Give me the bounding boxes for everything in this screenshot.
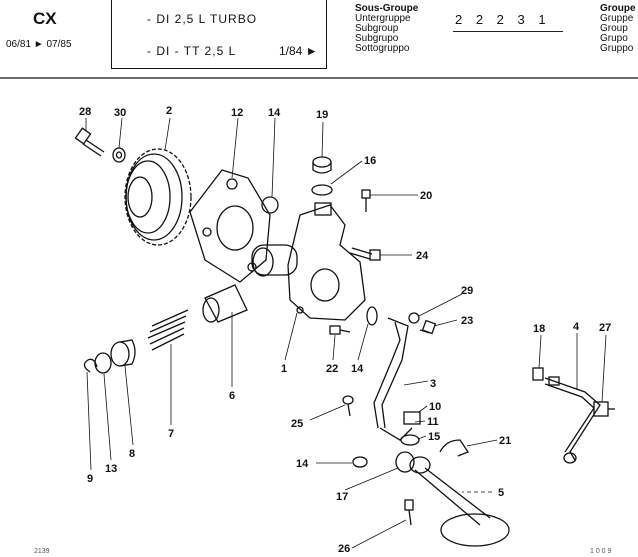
callout-18: 18	[533, 323, 545, 335]
engine-title-box	[111, 0, 327, 69]
oring-14-top-drawing	[261, 196, 279, 214]
leader-lines	[85, 117, 607, 549]
subgroup-code-underline	[453, 31, 563, 32]
engine-line-2: - DI - TT 2,5 L	[147, 44, 237, 58]
footer-right-ref: 1 0 0 9	[590, 548, 612, 555]
oring-14-bottom-drawing	[352, 456, 368, 468]
sleeve-6-drawing	[202, 284, 248, 323]
callout-12: 12	[231, 107, 243, 119]
callout-30: 30	[114, 107, 126, 119]
oring-14-mid-drawing	[366, 306, 378, 326]
callout-28: 28	[79, 106, 91, 118]
group-label-en: Group	[600, 23, 628, 34]
callout-13: 13	[105, 463, 117, 475]
seal-17-drawing	[395, 451, 415, 473]
callout-14-top: 14	[268, 107, 281, 119]
callout-15: 15	[428, 431, 440, 443]
sprocket-2-drawing	[124, 148, 192, 246]
callout-6: 6	[229, 390, 235, 402]
group-label-fr: Groupe	[600, 3, 636, 14]
callout-16: 16	[364, 155, 376, 167]
callout-11: 11	[427, 416, 439, 428]
subgroup-label-it: Sottogruppo	[355, 43, 410, 54]
callout-25: 25	[291, 418, 303, 430]
callout-7: 7	[168, 428, 174, 440]
ring-13-drawing	[94, 352, 112, 374]
fitting-27-drawing	[593, 401, 615, 417]
footer-left-ref: 2139	[34, 548, 50, 555]
callout-10: 10	[429, 401, 441, 413]
subgroup-code: 2 2 2 3 1	[455, 12, 551, 27]
callout-23: 23	[461, 315, 473, 327]
callout-17: 17	[336, 491, 348, 503]
pump-body-1-drawing	[251, 202, 366, 321]
bolt-20-drawing	[361, 189, 371, 212]
callout-9: 9	[87, 473, 93, 485]
bolt-26-drawing	[404, 499, 414, 526]
ring-16-drawing	[311, 184, 333, 196]
gasket-12-drawing	[189, 169, 271, 283]
callout-29: 29	[461, 285, 473, 297]
callout-14-mid: 14	[351, 363, 364, 375]
flange-10-drawing	[403, 411, 421, 425]
callout-8: 8	[129, 448, 135, 460]
callout-4: 4	[573, 321, 580, 333]
strainer-5-drawing	[409, 456, 510, 547]
callout-5: 5	[498, 487, 504, 499]
production-dates: 06/81 ► 07/85	[6, 39, 72, 50]
washer-29-drawing	[408, 312, 420, 324]
plunger-8-drawing	[110, 339, 136, 367]
engine-line-1: - DI 2,5 L TURBO	[147, 12, 258, 26]
callout-numbers: 28 30 2 12 14 19 16 20 24 29 23 18 4 27 …	[79, 105, 611, 555]
callout-1: 1	[281, 363, 287, 375]
subgroup-label-de: Untergruppe	[355, 13, 411, 24]
subgroup-label-en: Subgroup	[355, 23, 399, 34]
cap-19-drawing	[312, 156, 332, 174]
gasket-15-drawing	[400, 434, 420, 446]
group-label-es: Grupo	[600, 33, 628, 44]
callout-2: 2	[166, 105, 172, 117]
model-title: CX	[33, 9, 57, 28]
callout-21: 21	[499, 435, 511, 447]
subgroup-label-fr: Sous-Groupe	[355, 3, 419, 14]
bolt-28-drawing	[74, 127, 105, 157]
circlip-9-drawing	[83, 358, 98, 373]
page-reference[interactable]: 1/84 ►	[279, 44, 318, 58]
line-4-drawing	[544, 377, 601, 464]
oil-pipe-3-drawing	[373, 317, 413, 441]
bracket-21-drawing	[439, 439, 469, 457]
callout-26: 26	[338, 543, 350, 555]
washer-30-drawing	[112, 147, 126, 163]
callout-19: 19	[316, 109, 328, 121]
callout-24: 24	[416, 250, 429, 262]
callout-20: 20	[420, 190, 432, 202]
group-label-de: Gruppe	[600, 13, 634, 24]
callout-27: 27	[599, 322, 611, 334]
callout-14-bottom: 14	[296, 458, 309, 470]
callout-22: 22	[326, 363, 338, 375]
callout-3: 3	[430, 378, 436, 390]
bolt-24-drawing	[349, 247, 381, 261]
group-label-it: Gruppo	[600, 43, 634, 54]
bolt-23-drawing	[419, 319, 437, 335]
fitting-18-drawing	[532, 367, 560, 386]
bolt-22-drawing	[329, 325, 351, 335]
subgroup-label-es: Subgrupo	[355, 33, 399, 44]
bolt-25-drawing	[342, 395, 354, 417]
spring-7-drawing	[147, 309, 189, 351]
